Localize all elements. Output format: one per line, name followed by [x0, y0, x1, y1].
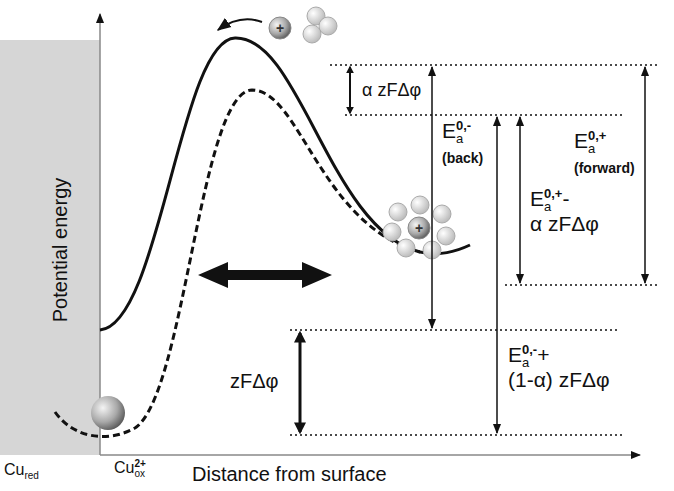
annotation: Potential energy	[50, 178, 70, 323]
energy-label: α zFΔφ	[362, 80, 421, 100]
superscript: 0,-	[522, 343, 537, 356]
energy-label: (1-α) zFΔφ	[508, 368, 610, 391]
energy-label: Cu	[4, 461, 24, 478]
energy-label: +	[537, 343, 549, 366]
energy-curve-dashed	[55, 90, 420, 436]
ion-top	[269, 7, 337, 43]
superscript: 0,+	[544, 187, 562, 200]
subscript: red	[24, 470, 38, 481]
superscript: 0,+	[588, 129, 606, 142]
index-stack: 0,-a	[522, 343, 537, 369]
energy-label: E	[442, 119, 456, 142]
solvated-ion	[383, 196, 455, 259]
index-stack: 0,+a	[588, 129, 606, 155]
energy-label: (forward)	[574, 160, 635, 176]
annotation: E0,-a+(1-α) zFΔφ	[506, 342, 612, 391]
subscript: a	[544, 200, 562, 213]
annotation: Cu2+ox	[112, 458, 148, 480]
annotation: (forward)	[572, 160, 637, 176]
annotation: Distance from surface	[190, 463, 389, 485]
energy-label: -	[562, 187, 569, 210]
energy-label: Potential energy	[49, 178, 71, 323]
annotation: zFΔφ	[228, 370, 281, 392]
subscript: ox	[134, 469, 145, 479]
annotation: α zFΔφ	[360, 80, 423, 100]
energy-label: E	[508, 343, 522, 366]
transfer-arrow	[218, 19, 262, 30]
energy-label: Cu	[114, 459, 134, 476]
energy-curve-solid	[100, 38, 470, 330]
energy-label: E	[574, 129, 588, 152]
annotation: E0,-a	[440, 118, 473, 146]
annotation: Cured	[4, 462, 39, 481]
ion-charge: +	[415, 221, 423, 235]
subscript: a	[456, 132, 471, 145]
subscript: a	[588, 142, 606, 155]
ion-charge: +	[276, 21, 284, 35]
energy-label: α zFΔφ	[530, 212, 599, 235]
index-stack: 2+ox	[134, 459, 145, 479]
index-stack: 0,-a	[456, 119, 471, 145]
energy-arrows	[300, 67, 645, 433]
subscript: a	[522, 356, 537, 369]
energy-label: E	[530, 187, 544, 210]
index-stack: 0,+a	[544, 187, 562, 213]
double-arrow	[198, 262, 332, 288]
superscript: 2+	[134, 459, 145, 469]
copper-atom	[91, 396, 125, 430]
annotation: (back)	[440, 150, 485, 166]
x-axis	[100, 454, 640, 456]
charge-sign: +	[276, 20, 284, 36]
electrode-surface	[0, 40, 100, 455]
annotation: E0,+a	[572, 128, 608, 156]
charge-sign: +	[415, 220, 423, 236]
energy-label: (back)	[442, 150, 483, 166]
energy-label: zFΔφ	[230, 370, 279, 392]
level-lines	[290, 65, 660, 435]
energy-label: Distance from surface	[192, 463, 387, 485]
superscript: 0,-	[456, 119, 471, 132]
annotation: E0,+a-α zFΔφ	[528, 186, 601, 235]
y-axis	[99, 14, 101, 455]
